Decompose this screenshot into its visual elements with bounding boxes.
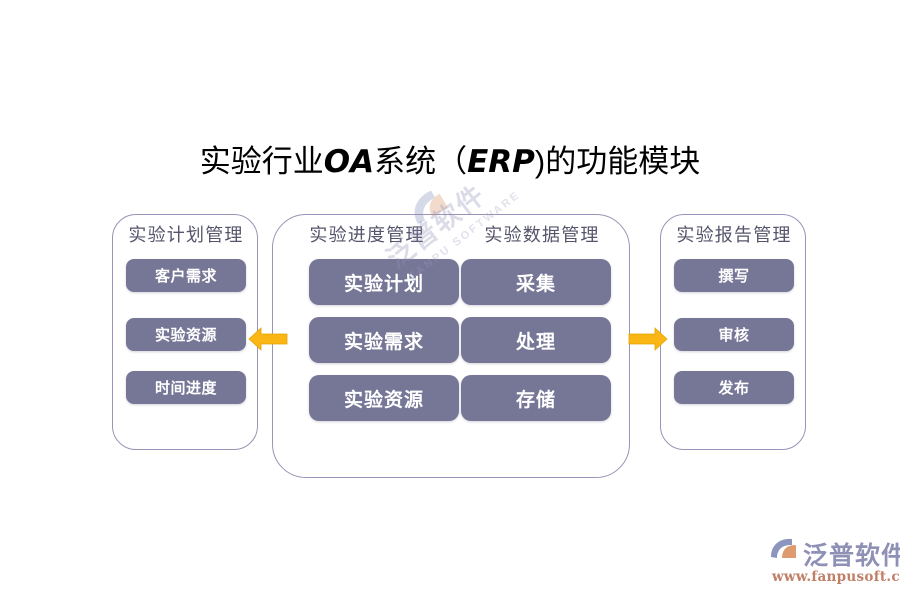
panel-data-heading: 实验数据管理 [484, 225, 600, 246]
panel-progress-heading: 实验进度管理 [309, 225, 425, 246]
panel-plan-management: 实验计划管理 客户需求 实验资源 时间进度 [112, 214, 258, 450]
module-box-publish[interactable]: 发布 [674, 371, 794, 404]
page-title-latin-oa: OA [323, 144, 375, 180]
page-title-middle: 系统（ [374, 144, 468, 179]
arrow-left-icon [248, 324, 288, 354]
module-box-review[interactable]: 审核 [674, 318, 794, 351]
module-box-storage[interactable]: 存储 [461, 375, 611, 421]
page-title-suffix: )的功能模块 [534, 144, 701, 179]
panel-report-heading: 实验报告管理 [676, 225, 792, 246]
brand-logo-row: 泛普软件 [770, 536, 900, 572]
arrow-right-icon [628, 324, 668, 354]
module-box-customer-requirement[interactable]: 客户需求 [126, 259, 246, 292]
panel-plan-heading: 实验计划管理 [128, 225, 244, 246]
page-title-prefix: 实验行业 [199, 144, 324, 179]
module-box-experiment-requirement[interactable]: 实验需求 [309, 317, 459, 363]
module-box-collection[interactable]: 采集 [461, 259, 611, 305]
brand-logo-url: www.fanpusoft.com [772, 569, 900, 585]
module-box-experiment-resource[interactable]: 实验资源 [309, 375, 459, 421]
module-box-experiment-plan[interactable]: 实验计划 [309, 259, 459, 305]
panel-report-management: 实验报告管理 撰写 审核 发布 [660, 214, 806, 450]
brand-logo-name: 泛普软件 [803, 541, 900, 570]
module-box-time-schedule[interactable]: 时间进度 [126, 371, 246, 404]
module-box-experiment-resource-plan[interactable]: 实验资源 [126, 318, 246, 351]
module-box-write[interactable]: 撰写 [674, 259, 794, 292]
panel-center-management: 实验进度管理 实验数据管理 实验计划 实验需求 实验资源 采集 处理 存储 [272, 214, 630, 478]
page-title: 实验行业OA系统（ERP)的功能模块 [0, 142, 900, 182]
brand-logo: 泛普软件 www.fanpusoft.com [770, 536, 900, 592]
module-box-processing[interactable]: 处理 [461, 317, 611, 363]
brand-logo-mark-icon [770, 537, 800, 572]
page-title-latin-erp: ERP [467, 144, 535, 180]
